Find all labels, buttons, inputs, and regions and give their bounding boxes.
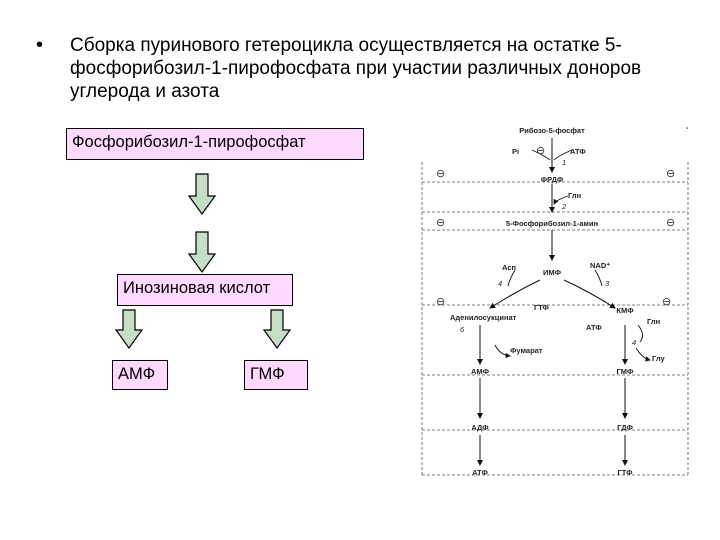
label-glu: Глу [652,354,666,363]
label-step-4: 4 [498,279,502,288]
purine-synthesis-scheme: Рибозо-5-фосфат Pi ⊖ АТФ 1 ФРДФ Глн 2 5-… [421,123,689,477]
label-gdp: ГДФ [617,423,633,432]
inhibitor-icon: ⊖ [666,168,675,180]
down-arrow-2 [187,231,217,274]
inhibitor-icon: ⊖ [436,168,445,180]
label-amp: АМФ [471,367,490,376]
inhibitor-icon: ⊖ [666,217,675,229]
bullet-text: Сборка пуринового гетероцикла осуществля… [70,35,642,102]
box-prpp: Фосфорибозил-1-пирофосфат [66,128,364,160]
label-step-6: 6 [460,325,465,334]
flow-arrows [114,173,292,350]
label-fumarate: Фумарат [510,346,543,355]
label-step-2: 2 [561,202,567,211]
label-adp: АДФ [471,423,489,432]
label-step-3: 3 [605,279,610,288]
label-gtp-mid: ГТФ [534,303,550,312]
label-frdf: ФРДФ [541,175,564,184]
label-gln-2: Глн [647,317,660,326]
inhibitor-icon: ⊖ [536,145,545,157]
label-pra: 5-Фосфорибозил-1-амин [506,219,598,228]
label-gmp: ГМФ [617,367,634,376]
inhibitor-icon: ⊖ [436,296,445,308]
box-gmp: ГМФ [244,360,308,390]
label-step-1: 1 [562,158,566,167]
label-gtp-bottom: ГТФ [618,468,634,477]
down-arrow-3 [114,309,144,350]
label-pi: Pi [512,147,519,156]
label-adenylosuccinate: Аденилосукцинат [450,313,517,322]
label-atp-bottom: АТФ [472,468,488,477]
label-atp-top: АТФ [570,147,586,156]
label-step-4b: 4 [632,338,636,347]
label-asp: Асп [502,263,516,272]
inhibitor-icon: ⊖ [436,217,445,229]
box-amp: АМФ [112,360,168,390]
inhibitor-icon: ⊖ [662,296,671,308]
label-xmp: КМФ [616,306,634,315]
label-nad: NAD⁺ [590,261,610,270]
bullet-glyph: • [36,34,44,56]
down-arrow-1 [187,173,217,216]
label-gln-1: Глн [568,191,581,200]
down-arrow-4 [262,309,292,350]
label-ribose-5-phosphate: Рибозо-5-фосфат [519,126,585,135]
box-inosinic-acid: Инозиновая кислот [117,274,293,306]
label-atp-right: АТФ [586,323,602,332]
corner-mark: - [686,123,689,132]
label-imp: ИМФ [543,268,562,277]
